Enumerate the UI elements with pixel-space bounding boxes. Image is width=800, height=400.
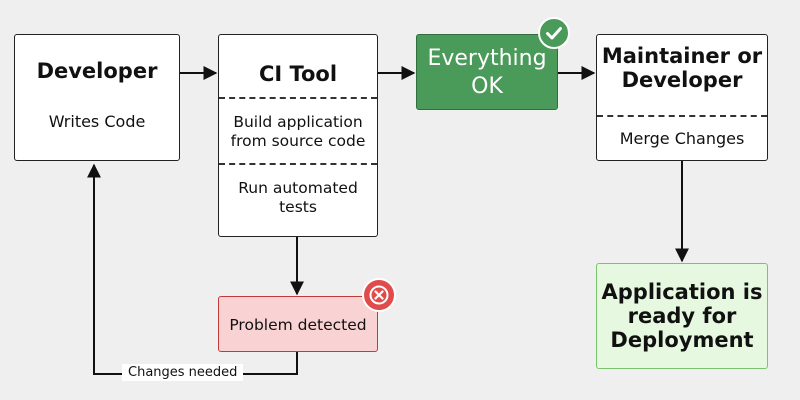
problem-label: Problem detected <box>229 316 367 334</box>
maintainer-action: Merge Changes <box>619 129 745 148</box>
ci-tool-step-test: Run automated tests <box>238 179 358 216</box>
developer-title: Developer <box>36 59 158 83</box>
changes-needed-label: Changes needed <box>122 364 244 381</box>
deployment-node: Application is ready for Deployment <box>596 263 768 369</box>
ci-tool-step-build: Build application from source code <box>230 113 366 150</box>
deployment-label: Application is ready for Deployment <box>601 280 763 353</box>
ci-tool-title: CI Tool <box>258 62 338 86</box>
ci-tool-divider-1 <box>219 97 377 99</box>
x-icon <box>362 278 396 312</box>
check-icon <box>538 17 570 49</box>
developer-action: Writes Code <box>48 112 146 131</box>
success-node: Everything OK <box>416 34 558 110</box>
success-label: Everything OK <box>427 46 547 99</box>
problem-node: Problem detected <box>218 296 378 352</box>
developer-node: Developer Writes Code <box>14 34 180 161</box>
maintainer-divider <box>597 115 767 117</box>
ci-tool-node: CI Tool Build application from source co… <box>218 34 378 237</box>
maintainer-title: Maintainer or Developer <box>601 44 763 93</box>
ci-tool-divider-2 <box>219 163 377 165</box>
maintainer-node: Maintainer or Developer Merge Changes <box>596 34 768 161</box>
